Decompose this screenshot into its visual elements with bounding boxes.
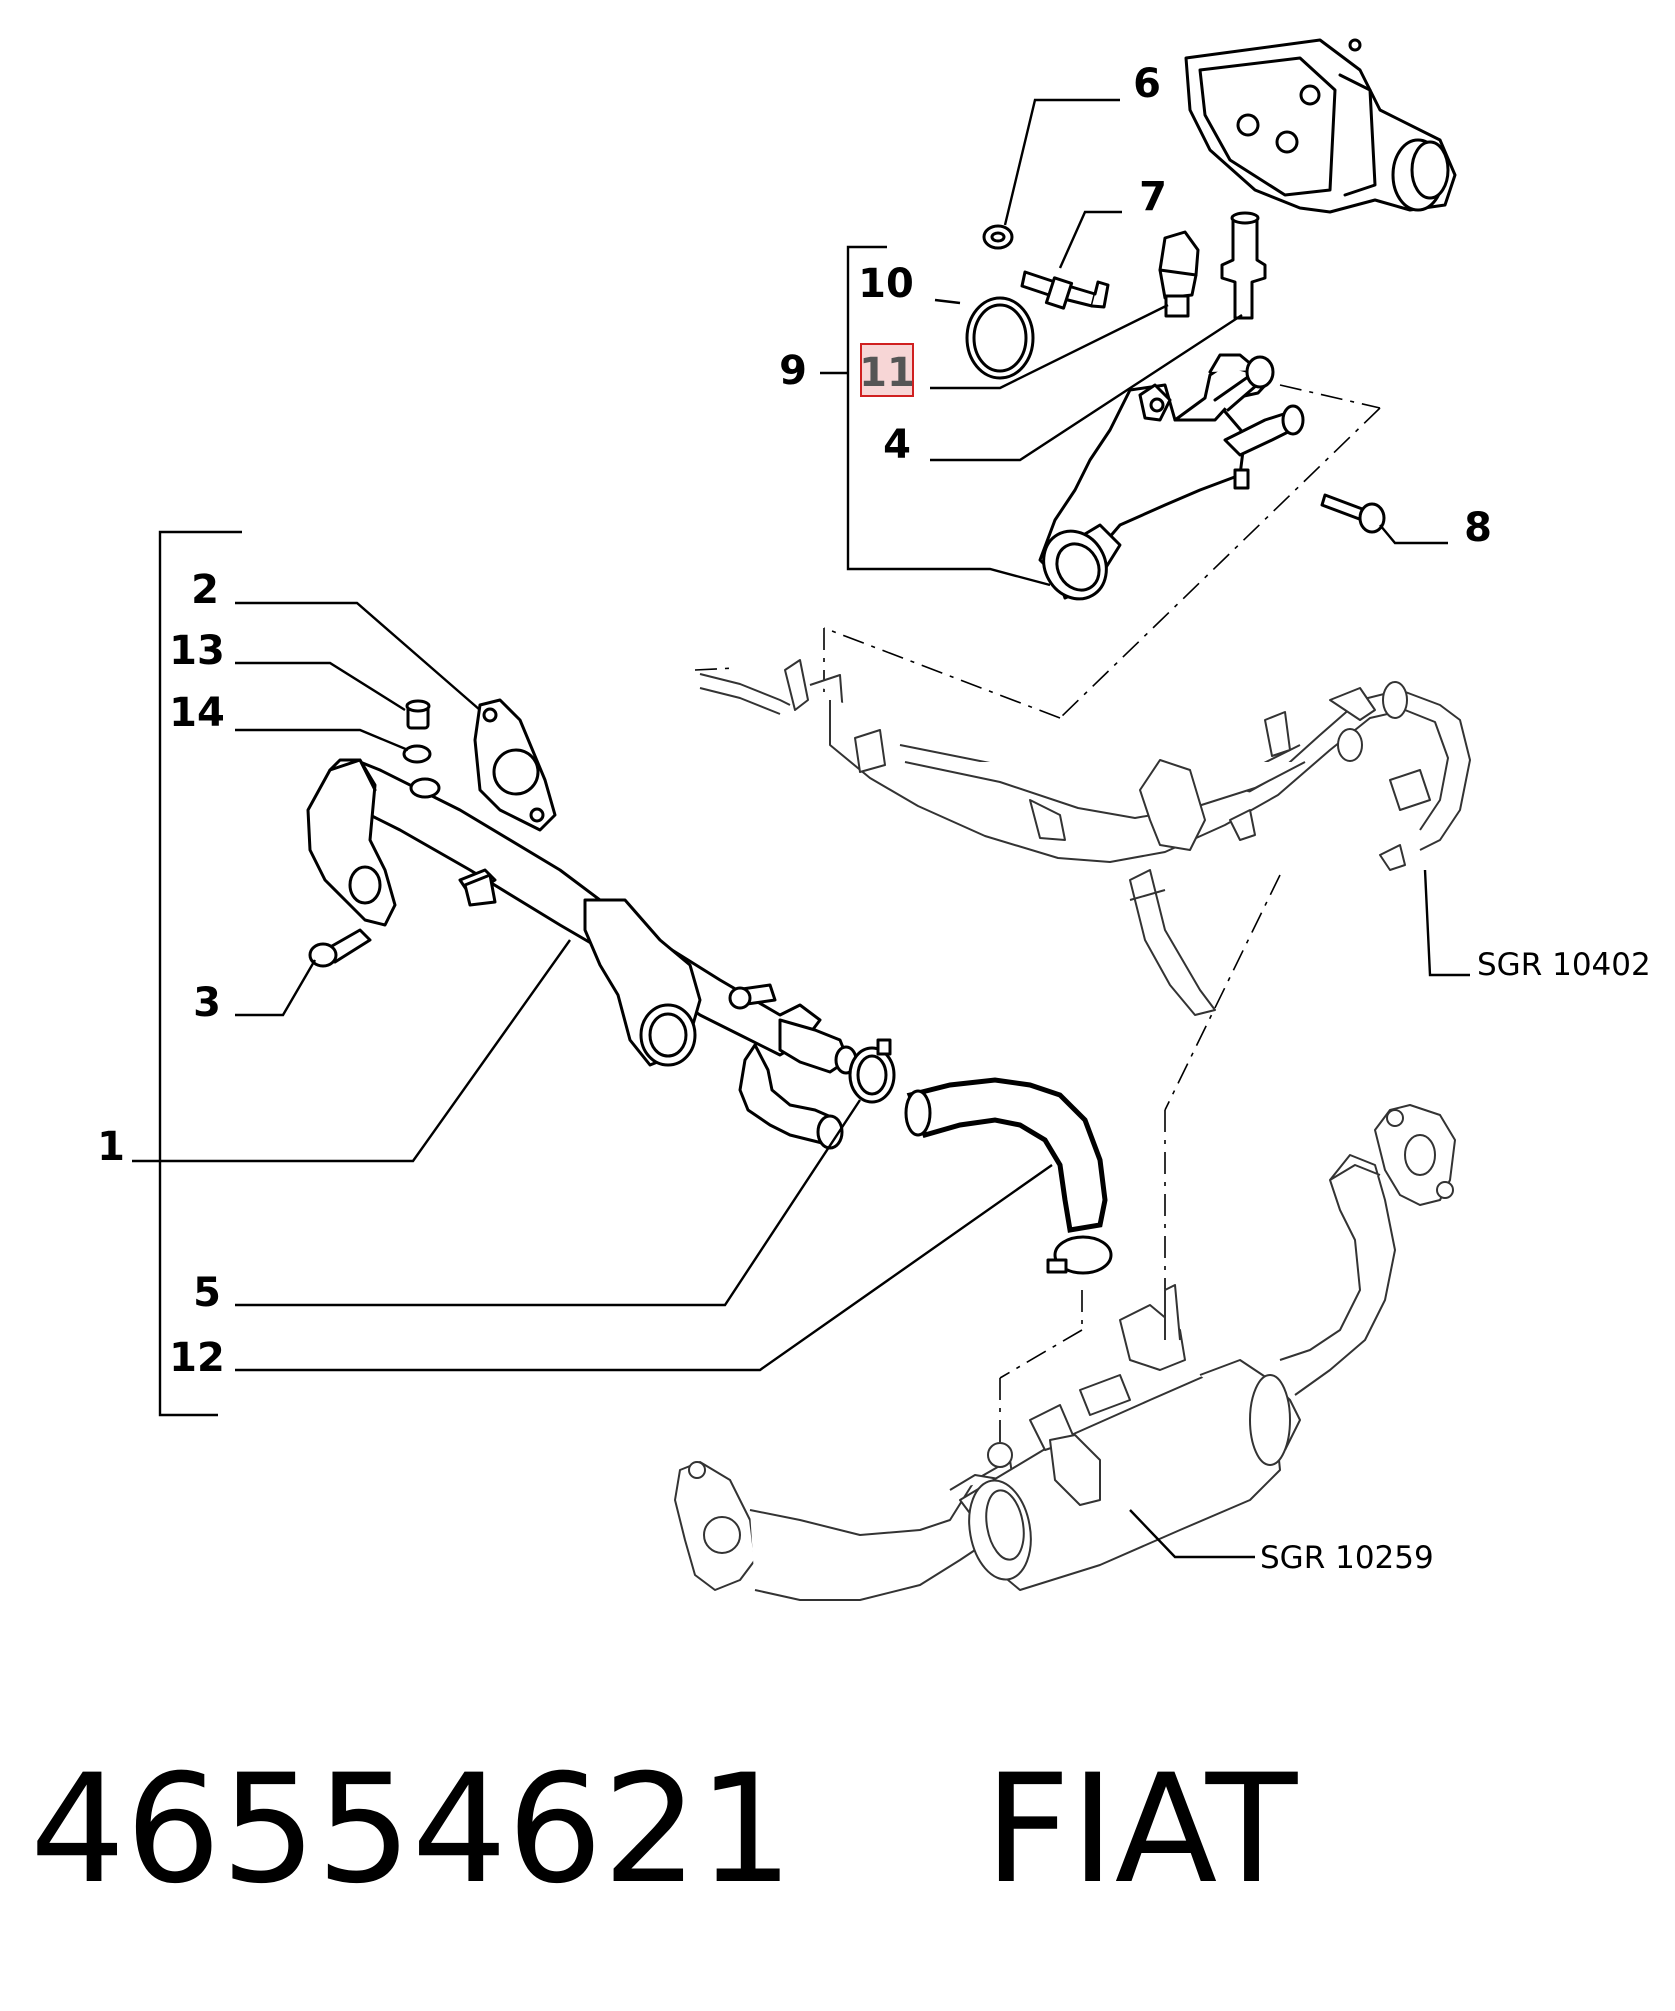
callout-10: 10 [858, 261, 914, 307]
callout-11: 11 [859, 350, 915, 396]
callout-5: 5 [193, 1270, 221, 1316]
part-8-bolt [1320, 493, 1386, 534]
bracket-group-1 [158, 530, 242, 1417]
callout-9: 9 [779, 348, 807, 394]
callout-labels: 6 7 10 9 11 4 8 2 13 14 3 1 5 12 SGR 104… [97, 61, 1651, 1576]
highlight-box-11 [860, 343, 914, 397]
ref-label-lower: SGR 10259 [1260, 1540, 1434, 1576]
footer-part-info: 46554621 FIAT [30, 1755, 1297, 1905]
callout-6: 6 [1133, 61, 1161, 107]
callout-7: 7 [1139, 174, 1167, 220]
part-5-hose [904, 1077, 1108, 1233]
assembly-dashed-lines [694, 384, 1381, 1450]
part-3-bolt [308, 928, 372, 968]
leader-lines [132, 98, 1470, 1559]
part-number: 46554621 [30, 1743, 794, 1917]
callout-2: 2 [191, 567, 219, 613]
ref-assembly-upper-pipes [699, 659, 1471, 1016]
part-10-o-ring [965, 296, 1035, 380]
part-6-housing-cover [1184, 38, 1457, 214]
callout-12: 12 [169, 1335, 225, 1381]
part-washer-6 [982, 224, 1014, 250]
part-12-hose-clamp-lower [1046, 1235, 1113, 1275]
brand-name: FIAT [984, 1743, 1298, 1917]
ref-assembly-egr-cooler [674, 1104, 1456, 1601]
callout-8: 8 [1464, 505, 1492, 551]
callout-3: 3 [193, 980, 221, 1026]
part-14-o-ring [402, 744, 432, 764]
part-2-gasket [473, 698, 557, 832]
part-4-hose-fitting [1220, 211, 1267, 320]
callout-14: 14 [169, 690, 225, 736]
part-7-stud-bolt [1020, 270, 1110, 310]
callout-1: 1 [97, 1124, 125, 1170]
part-1-water-pipe [306, 758, 858, 1150]
part-12-hose-clamp-upper [848, 1038, 896, 1104]
callout-13: 13 [169, 628, 225, 674]
part-13-plug [405, 699, 431, 730]
ref-label-upper: SGR 10402 [1477, 947, 1651, 983]
part-11-temperature-sensor [1158, 230, 1200, 318]
bracket-group-9 [820, 245, 1051, 587]
callout-4: 4 [883, 422, 911, 468]
part-9-thermostat-housing [1038, 353, 1305, 601]
